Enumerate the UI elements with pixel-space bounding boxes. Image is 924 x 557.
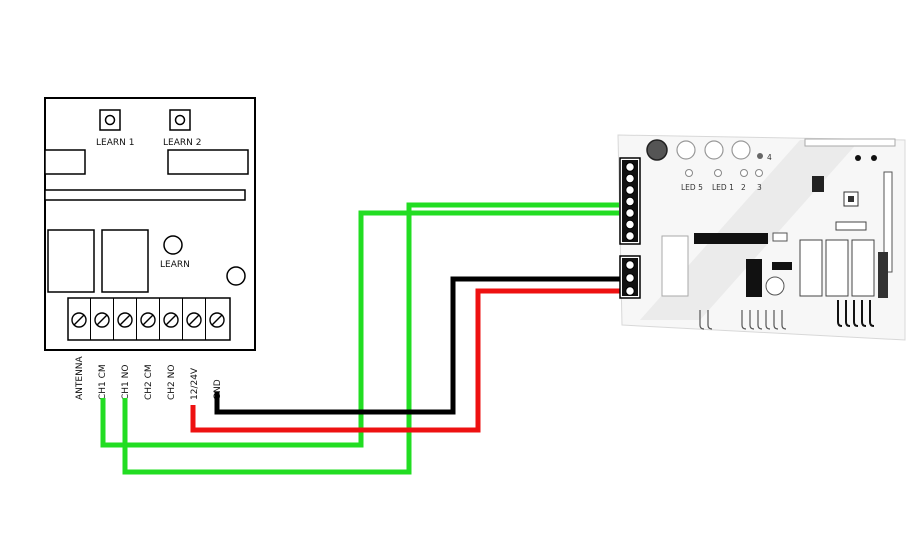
led bbox=[740, 169, 748, 177]
receiver-led bbox=[226, 266, 246, 286]
wires bbox=[100, 202, 628, 475]
terminal-block bbox=[67, 297, 231, 341]
terminal-hole bbox=[625, 196, 635, 207]
receiver-component bbox=[167, 149, 249, 175]
board-terminal-top bbox=[619, 157, 641, 245]
relay-1 bbox=[47, 229, 95, 293]
terminal-screw bbox=[159, 298, 179, 340]
terminal-hole bbox=[625, 273, 635, 283]
terminal-label: CH1 NO bbox=[121, 365, 131, 400]
receiver-component bbox=[44, 149, 86, 175]
terminal-screw bbox=[182, 298, 202, 340]
terminal-screw bbox=[71, 312, 87, 328]
relay-2 bbox=[101, 229, 149, 293]
jumper bbox=[871, 155, 877, 161]
controller-board: 4 LED 5 LED 1 2 3 bbox=[617, 134, 906, 341]
wire-gnd-black bbox=[214, 276, 628, 415]
component-legs bbox=[699, 310, 787, 330]
terminal-hole bbox=[625, 231, 635, 241]
terminal-label: GND bbox=[213, 379, 223, 400]
receiver-module: LEARN 1 LEARN 2 LEARN ANTENNA CH1 CM CH1 N… bbox=[44, 97, 256, 400]
led-label: LED 1 bbox=[712, 183, 734, 192]
led4-label: 4 bbox=[767, 153, 772, 162]
capacitor bbox=[646, 139, 668, 161]
ic-chip bbox=[812, 176, 824, 192]
component-legs-dark bbox=[837, 300, 875, 327]
terminal-label: CH1 CM bbox=[98, 364, 108, 400]
board-component bbox=[772, 232, 788, 242]
led-4 bbox=[757, 153, 763, 159]
terminal-hole bbox=[625, 286, 635, 296]
terminal-hole bbox=[625, 185, 635, 195]
terminal-hole bbox=[625, 162, 635, 172]
pin-header bbox=[804, 138, 896, 147]
receiver-strip bbox=[44, 189, 246, 201]
board-relay bbox=[825, 239, 849, 297]
learn2-button bbox=[169, 109, 191, 131]
board-terminal-bottom bbox=[619, 255, 641, 299]
trimmer-pot bbox=[676, 140, 696, 160]
led-label: 3 bbox=[757, 183, 762, 192]
learn-button bbox=[163, 235, 183, 255]
board-component bbox=[878, 252, 888, 298]
board-relay bbox=[851, 239, 875, 297]
wire-ch1-cm-green bbox=[100, 210, 628, 448]
jumper bbox=[855, 155, 861, 161]
ic-chip bbox=[746, 259, 762, 297]
terminal-hole bbox=[625, 173, 635, 184]
trimmer-pot bbox=[731, 140, 751, 160]
led bbox=[755, 169, 763, 177]
terminal-label: CH2 CM bbox=[144, 364, 154, 400]
terminal-screw bbox=[90, 298, 110, 340]
learn1-button bbox=[99, 109, 121, 131]
led bbox=[714, 169, 722, 177]
terminal-screw bbox=[136, 298, 156, 340]
resistor bbox=[835, 221, 867, 231]
capacitor bbox=[765, 276, 785, 296]
terminal-hole bbox=[625, 219, 635, 230]
board-watermark bbox=[640, 140, 860, 320]
board-component bbox=[772, 262, 792, 270]
terminal-screw bbox=[113, 298, 133, 340]
learn2-label: LEARN 2 bbox=[163, 138, 201, 148]
terminal-screw bbox=[205, 298, 225, 340]
wire-ch1-no-green bbox=[122, 202, 628, 475]
wire-12-24v-red bbox=[190, 288, 628, 433]
terminal-hole bbox=[625, 208, 635, 218]
board-relay bbox=[799, 239, 823, 297]
led-label: 2 bbox=[741, 183, 746, 192]
learn-label: LEARN bbox=[160, 260, 190, 270]
terminal-hole bbox=[625, 260, 635, 270]
led bbox=[685, 169, 693, 177]
trimmer-pot bbox=[704, 140, 724, 160]
learn1-label: LEARN 1 bbox=[96, 138, 134, 148]
ic-chip-long bbox=[694, 233, 768, 244]
terminal-label: CH2 NO bbox=[167, 365, 177, 400]
board-relay bbox=[661, 235, 689, 297]
terminal-label: 12/24V bbox=[190, 367, 200, 400]
led-label: LED 5 bbox=[681, 183, 703, 192]
terminal-label: ANTENNA bbox=[75, 355, 85, 400]
